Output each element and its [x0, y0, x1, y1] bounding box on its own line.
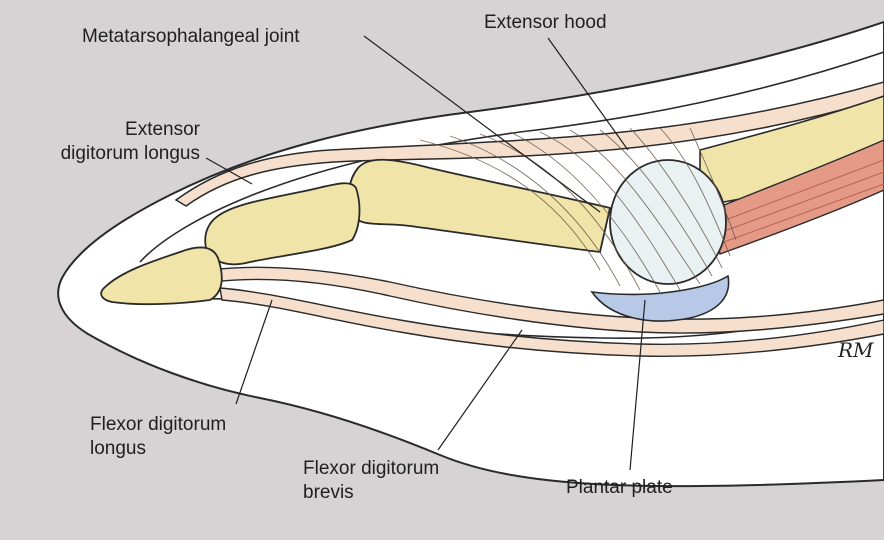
leader-plantar-plate: [629, 299, 646, 471]
plantar-plate-shape: [590, 274, 730, 322]
label-extensor-hood: Extensor hood: [484, 12, 607, 33]
metatarsal-head-cartilage: [609, 159, 727, 285]
leader-lines: [205, 35, 646, 471]
label-flexor-digitorum-longus: Flexor digitorum longus: [90, 414, 227, 459]
artist-signature: RM: [838, 338, 874, 362]
muscle: [711, 139, 884, 255]
label-metatarsophalangeal-joint: Metatarsophalangeal joint: [82, 26, 300, 47]
leader-mtp-joint: [363, 35, 601, 213]
leader-fdb: [437, 329, 523, 451]
leader-extensor-hood: [547, 37, 629, 151]
flexor-digitorum-brevis-tendon: [219, 287, 884, 357]
extensor-hood-fibers: [419, 127, 737, 293]
leader-fdl: [235, 299, 273, 405]
label-flexor-digitorum-brevis: Flexor digitorum brevis: [303, 458, 440, 503]
label-plantar-plate: Plantar plate: [566, 477, 673, 498]
extensor-digitorum-longus-tendon: [174, 81, 884, 207]
leader-edl: [205, 157, 253, 185]
distal-phalanx: [100, 246, 223, 306]
label-extensor-digitorum-longus: Extensor digitorum longus: [60, 119, 200, 164]
muscle-striations: [719, 159, 884, 243]
